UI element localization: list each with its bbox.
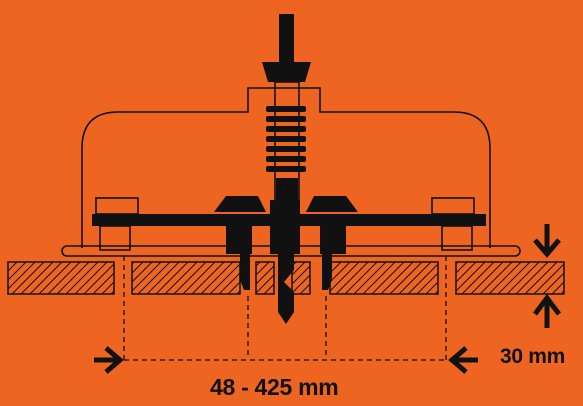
chuck-cap [262, 62, 311, 82]
arrow-left-icon [448, 346, 478, 374]
guide-lines [123, 256, 447, 362]
arrow-down-icon [533, 224, 561, 258]
drill-shaft-icon [262, 14, 311, 202]
board-left [7, 261, 115, 295]
diameter-range-label: 48 - 425 mm [210, 374, 339, 400]
arrow-right-icon [94, 346, 124, 374]
board-right [455, 261, 565, 295]
board-inner-right [329, 261, 439, 295]
pilot-drill-icon [270, 200, 300, 324]
depth-label: 30 mm [500, 345, 566, 368]
board-center-right [291, 261, 311, 295]
arrow-up-icon [533, 293, 561, 328]
workpiece [7, 261, 565, 295]
cutter-blade-icon [240, 226, 332, 290]
board-center-left [255, 261, 275, 295]
spring-icon [266, 106, 306, 172]
board-inner-left [131, 261, 241, 295]
